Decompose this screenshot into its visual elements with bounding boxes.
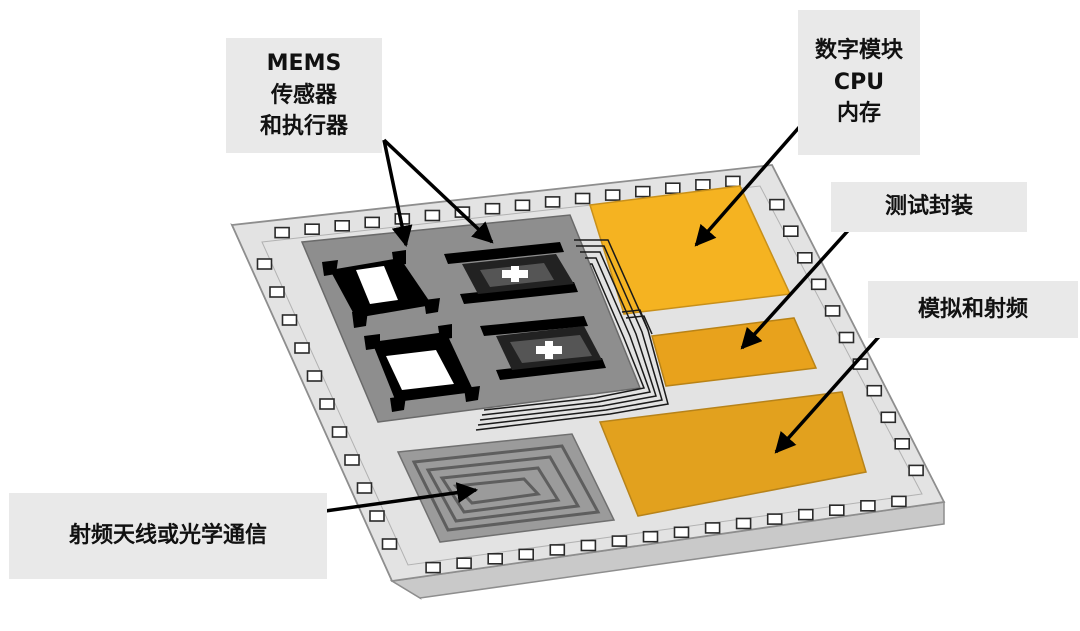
bond-pad [544, 196, 561, 208]
bond-pad [891, 495, 907, 508]
bond-pad [487, 552, 504, 565]
bond-pad [704, 522, 721, 534]
bond-pad [908, 464, 924, 477]
bond-pad [549, 544, 566, 556]
bond-pad [725, 175, 741, 188]
label-digital-line-1: 数字模块 [814, 37, 903, 63]
bond-pad [828, 504, 845, 517]
label-mems-line-2: 传感器 [270, 82, 337, 108]
bond-pad [574, 192, 591, 205]
label-antenna: 射频天线或光学通信 [9, 493, 327, 579]
label-test-package-text: 测试封装 [884, 194, 973, 220]
bond-pad [664, 182, 681, 194]
interconnect-bus [475, 239, 669, 431]
bond-pad [642, 530, 659, 543]
label-digital: 数字模块 CPU 内存 [798, 10, 920, 155]
bond-pad [866, 384, 883, 397]
label-digital-line-3: 内存 [836, 101, 881, 127]
label-mems: MEMS 传感器 和执行器 [226, 38, 382, 153]
bond-pad [518, 548, 535, 561]
label-analog-rf: 模拟和射频 [868, 281, 1078, 338]
mems-sensor-2 [364, 324, 480, 412]
bond-pad [356, 482, 373, 494]
bond-pad [294, 342, 310, 354]
bond-pad [797, 508, 814, 521]
annotation-arrows [317, 122, 894, 514]
analog-rf-block [598, 391, 867, 517]
bond-pad [580, 539, 597, 552]
bond-pad [604, 189, 621, 201]
bond-pad [304, 223, 320, 235]
bond-pad [735, 517, 752, 530]
bond-pad [769, 198, 785, 211]
bond-pad [824, 305, 841, 317]
label-digital-line-2: CPU [833, 69, 885, 95]
bond-pad [634, 185, 651, 198]
mems-actuator-2 [480, 316, 606, 380]
bond-pad [369, 510, 385, 522]
label-antenna-text: 射频天线或光学通信 [68, 523, 267, 549]
bond-pad [838, 331, 855, 344]
bond-pad [766, 513, 783, 525]
bond-pad [860, 499, 876, 512]
bond-pad [331, 426, 348, 438]
bond-pad [796, 252, 813, 264]
bond-pad [256, 258, 273, 270]
bond-pad [894, 437, 911, 450]
mems-sensor-1 [322, 250, 440, 328]
bond-pad [306, 370, 323, 382]
bond-pad [880, 411, 897, 424]
bond-pad [269, 286, 285, 298]
label-analog-rf-text: 模拟和射频 [917, 296, 1028, 322]
bond-pad [425, 561, 441, 574]
bond-pad [782, 225, 799, 237]
bond-pad [344, 454, 360, 466]
label-test-package: 测试封装 [831, 182, 1027, 232]
label-mems-line-1: MEMS [266, 50, 342, 76]
bond-pad [673, 526, 690, 539]
bond-pad [334, 220, 351, 232]
bond-pad [611, 535, 628, 547]
bond-pad [514, 199, 531, 212]
bond-pad [424, 209, 441, 222]
bond-pad [381, 538, 398, 550]
mems-actuator-1 [444, 242, 578, 304]
bond-pad [484, 202, 501, 215]
bond-pads [256, 175, 924, 574]
bond-pad [456, 557, 472, 570]
bond-pad [281, 314, 298, 326]
bond-pad [319, 398, 335, 410]
bond-pad [274, 226, 290, 239]
bond-pad [364, 216, 381, 229]
bond-pad [810, 278, 827, 291]
label-mems-line-3: 和执行器 [259, 114, 348, 140]
bond-pad [695, 179, 711, 191]
test-package-block [651, 317, 818, 387]
